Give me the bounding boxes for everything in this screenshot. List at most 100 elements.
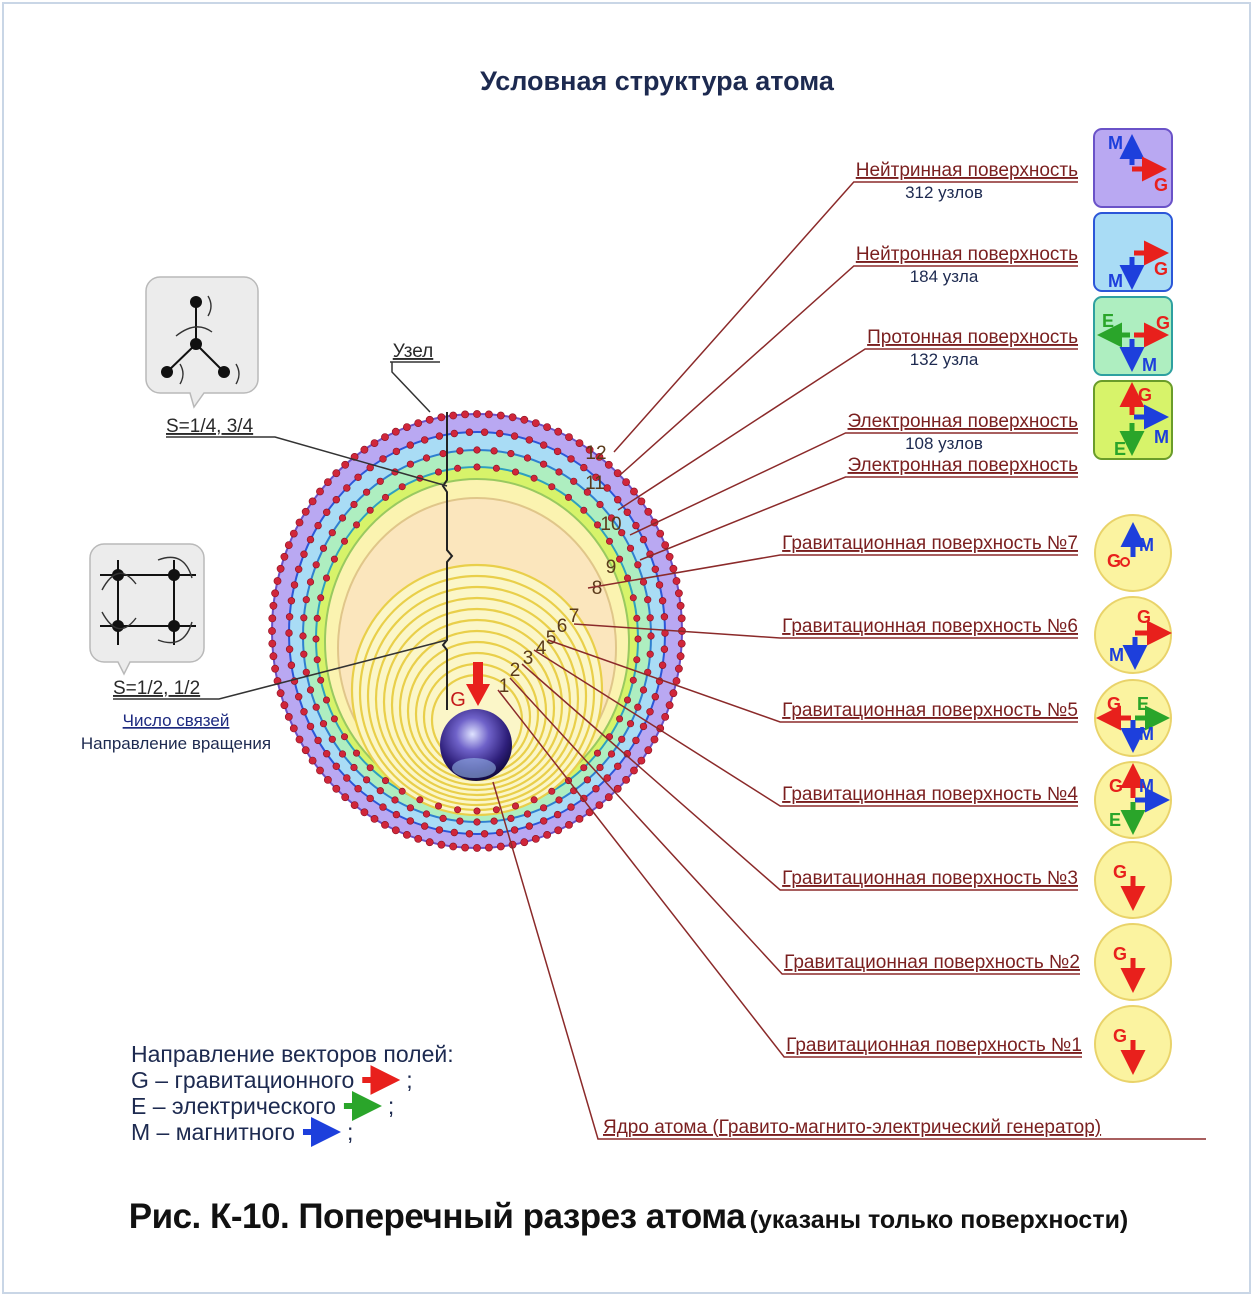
ring-number-4: 4 (536, 638, 547, 659)
node-dot (287, 661, 296, 669)
node-dot (398, 483, 406, 491)
leader-line (573, 623, 1078, 639)
node-dot (439, 450, 447, 458)
rotation-arrow-icon (175, 326, 213, 337)
caption-main: Рис. К-10. Поперечный разрез атома (128, 1197, 746, 1236)
node-dot (675, 589, 683, 598)
rotation-arrow-icon (101, 611, 137, 630)
node-dot (295, 518, 304, 527)
leader-line (521, 663, 1078, 891)
node-dot (626, 720, 635, 728)
node-dot (350, 500, 358, 509)
node-dot (583, 776, 592, 784)
node-dot (616, 715, 624, 723)
node-dot (490, 447, 498, 455)
node-dot (414, 419, 423, 427)
node-dot (295, 692, 303, 701)
node-dot (422, 454, 431, 462)
node-dot (613, 496, 622, 504)
node-dot (539, 460, 548, 468)
node-dot (613, 469, 622, 478)
node-dot (595, 801, 604, 809)
node-dot (676, 652, 685, 661)
node-dot (632, 521, 640, 530)
node-dot (306, 686, 315, 694)
node-dot (473, 807, 481, 815)
node-dot (637, 497, 646, 506)
node-dot (269, 652, 278, 661)
node-dot (317, 676, 325, 684)
node-dot (363, 776, 371, 784)
node-dot (392, 810, 401, 819)
node-dot (539, 817, 548, 825)
field-icon-square-4: GME (1093, 380, 1173, 460)
node-dot (596, 763, 604, 772)
node-dot (287, 597, 296, 605)
node-dot (300, 614, 308, 622)
node-dot (379, 803, 387, 811)
node-dot (461, 843, 469, 852)
node-dot (338, 750, 347, 758)
node-dot (330, 555, 338, 563)
leader-line (617, 348, 1078, 511)
node-dot (340, 733, 348, 741)
node-dot (313, 656, 321, 664)
node-dot (507, 814, 515, 823)
node-dot (289, 724, 298, 733)
core-leader (492, 781, 1206, 1140)
nucleus-highlight (452, 758, 496, 778)
g-circle-icon (1120, 557, 1130, 567)
field-letter: G (1156, 313, 1170, 333)
core-label: Ядро атома (Гравито-магнито-электрически… (603, 1117, 1101, 1138)
field-letter: M (1139, 535, 1154, 555)
node-dot (465, 428, 474, 436)
gravity-ring (366, 585, 588, 807)
node-dot (454, 806, 462, 814)
node-dot (366, 764, 374, 772)
node-dot (406, 804, 415, 812)
node-dot (268, 627, 276, 635)
node-dot (465, 830, 474, 838)
node-dot (651, 565, 659, 573)
node-dot (338, 514, 347, 522)
node-dot (300, 708, 308, 716)
legend: Направление векторов полей: G – гравитац… (131, 1041, 454, 1147)
gravity-ring (390, 618, 564, 792)
surface-label-1: Нейтринная поверхность (856, 160, 1078, 181)
node-dot (603, 484, 611, 492)
node-dot (439, 814, 447, 823)
node-dot (473, 463, 481, 471)
node-dot (618, 735, 626, 743)
field-letter: E (1102, 311, 1114, 331)
node-dot (449, 842, 458, 851)
node-dot (402, 831, 411, 839)
leader-line (547, 639, 1078, 723)
node-dot (553, 447, 562, 456)
node-dot (306, 535, 315, 544)
node-dot (492, 806, 500, 814)
node-dot (456, 447, 464, 455)
node-dot (592, 473, 600, 481)
ring-number-2: 2 (510, 660, 521, 681)
ring-number-8: 8 (592, 578, 603, 599)
node-dot (676, 601, 685, 610)
node-axis-line (441, 412, 454, 710)
node-dot (317, 594, 325, 602)
node-dot (290, 581, 299, 589)
node-dot (639, 535, 648, 544)
node-dot (316, 766, 324, 775)
spin-bottom-leader (113, 639, 448, 700)
node-dot (370, 439, 379, 447)
node-dot (480, 830, 489, 838)
ring-number-5: 5 (546, 628, 557, 649)
node-dot (496, 411, 505, 420)
node-dot (634, 703, 642, 711)
ring-number-11: 11 (585, 473, 605, 494)
node-dot (300, 550, 308, 558)
node-dot (425, 415, 434, 424)
node-dot (280, 701, 289, 710)
node-dots (268, 410, 686, 852)
node-dot (618, 529, 626, 537)
node-dot (539, 441, 548, 449)
